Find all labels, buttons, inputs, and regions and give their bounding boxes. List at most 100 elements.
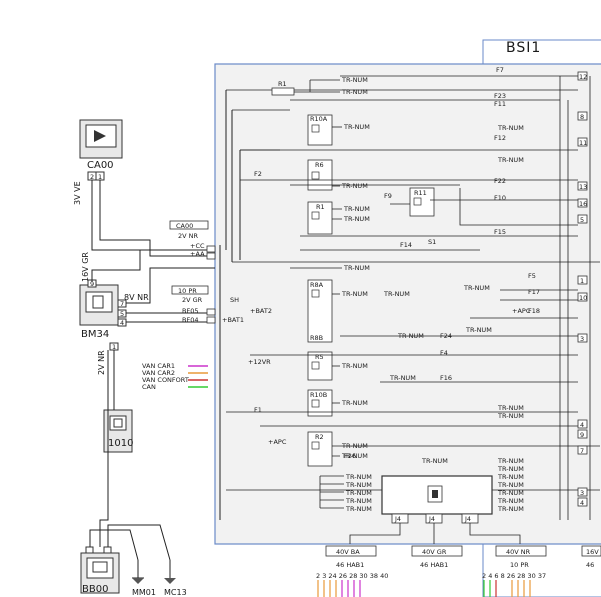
svg-text:R5: R5 xyxy=(315,353,324,361)
svg-text:16V: 16V xyxy=(586,548,599,556)
wire-aa: +AA xyxy=(190,250,205,258)
bsi-label: BSI1 xyxy=(506,40,541,56)
fuse-label: F4 xyxy=(440,349,448,357)
svg-text:MC13: MC13 xyxy=(164,588,187,597)
wire-tag-10pr-conn: 2V GR xyxy=(182,296,203,304)
tr-num: TR-NUM xyxy=(497,481,524,489)
tr-num: TR-NUM xyxy=(383,290,410,298)
svg-text:10 PR: 10 PR xyxy=(510,561,529,569)
pin-label: 3 xyxy=(580,335,584,343)
pin-label: 12 xyxy=(579,73,587,81)
pin-label: 16 xyxy=(579,200,587,208)
legend-label: VAN CONFORT xyxy=(142,376,189,384)
svg-text:1: 1 xyxy=(112,343,116,351)
wire-apc: +APC xyxy=(268,438,287,446)
tr-num: TR-NUM xyxy=(465,326,492,334)
pin-label: 9 xyxy=(580,431,584,439)
svg-text:46 HAB1: 46 HAB1 xyxy=(336,561,364,569)
svg-text:J4: J4 xyxy=(394,515,401,523)
central-chip xyxy=(381,475,493,515)
fuse-label: F18 xyxy=(528,307,540,315)
pin-label: 1 xyxy=(580,277,584,285)
wire-sh: SH xyxy=(230,296,239,304)
fuse-label: F22 xyxy=(494,177,506,185)
pin-label: 3 xyxy=(580,489,584,497)
svg-text:BM34: BM34 xyxy=(81,329,109,340)
tr-num: TR-NUM xyxy=(497,489,524,497)
tr-num: TR-NUM xyxy=(345,497,372,505)
svg-text:40V NR: 40V NR xyxy=(506,548,531,556)
tr-num: TR-NUM xyxy=(341,399,368,407)
svg-text:R8A: R8A xyxy=(310,281,324,289)
tr-num: TR-NUM xyxy=(497,457,524,465)
fuse-label: F7 xyxy=(496,66,504,74)
tr-num: TR-NUM xyxy=(341,362,368,370)
legend-label: VAN CAR1 xyxy=(142,362,175,370)
pin-label: 8 xyxy=(580,113,584,121)
tr-num: TR-NUM xyxy=(497,465,524,473)
svg-text:2: 2 xyxy=(90,173,94,181)
bottom-block-16v: 16V 46 xyxy=(581,545,601,569)
wire-label-3v-ve: 3V VE xyxy=(73,181,82,205)
bottom-block-40v-nr: 40V NR 10 PR 2 4 6 8 26 28 30 37 xyxy=(482,545,547,597)
tr-num: TR-NUM xyxy=(463,284,490,292)
tr-num: TR-NUM xyxy=(343,205,370,213)
bottom-block-40v-gr: 40V GR 46 HAB1 xyxy=(411,545,463,569)
tr-num: TR-NUM xyxy=(345,489,372,497)
tr-num: TR-NUM xyxy=(497,412,524,420)
fuse-label: F16 xyxy=(440,374,452,382)
svg-text:R6: R6 xyxy=(315,161,324,169)
tr-num: TR-NUM xyxy=(341,290,368,298)
ca00-component: CA00 2 1 xyxy=(79,119,123,181)
svg-text:R10A: R10A xyxy=(310,115,328,123)
svg-text:1: 1 xyxy=(98,173,102,181)
wire-cc: +CC xyxy=(190,242,205,250)
fuse-label: F15 xyxy=(494,228,506,236)
tr-num: TR-NUM xyxy=(341,182,368,190)
tr-num-bus-left: TR-NUM TR-NUM TR-NUM TR-NUM TR-NUM xyxy=(319,473,372,513)
resistor-label: R1 xyxy=(278,80,287,88)
fuse-label: F14 xyxy=(400,241,412,249)
wire-bf05: BF05 xyxy=(182,307,198,315)
svg-text:R11: R11 xyxy=(414,189,427,197)
tr-num: TR-NUM xyxy=(497,404,524,412)
svg-text:7: 7 xyxy=(120,300,124,308)
tr-num: TR-NUM xyxy=(343,215,370,223)
relay-r1: R1 TR-NUM TR-NUM xyxy=(307,201,370,235)
tr-num: TR-NUM xyxy=(345,505,372,513)
pin-label: 10 xyxy=(579,294,587,302)
svg-text:J4: J4 xyxy=(464,515,471,523)
svg-text:40V GR: 40V GR xyxy=(422,548,447,556)
tr-num: TR-NUM xyxy=(345,481,372,489)
ground-mc13: MC13 xyxy=(164,560,187,597)
wire-label-8v-nr: 8V NR xyxy=(124,293,149,302)
fuse-label: F5 xyxy=(528,272,536,280)
svg-text:40V BA: 40V BA xyxy=(336,548,360,556)
fuse-label: F1 xyxy=(254,406,262,414)
bottom-block-40v-ba: 40V BA 46 HAB1 2 3 24 26 28 30 38 40 xyxy=(316,545,388,597)
legend-label: VAN CAR2 xyxy=(142,369,175,377)
svg-text:R1: R1 xyxy=(316,203,325,211)
module-box xyxy=(214,63,601,545)
wire-tag-ca00-conn: 2V NR xyxy=(178,232,199,240)
component-1010: 1010 xyxy=(103,409,133,453)
tr-num: TR-NUM xyxy=(343,123,370,131)
wire-bat1: +BAT1 xyxy=(222,316,244,324)
wire-s1: S1 xyxy=(428,238,436,246)
svg-text:2 3 24 26 28 30 38 40: 2 3 24 26 28 30 38 40 xyxy=(316,572,388,580)
tr-num: TR-NUM xyxy=(497,124,524,132)
svg-text:R8B: R8B xyxy=(310,334,323,342)
relay-r5: R5 TR-NUM xyxy=(307,351,368,381)
wire-label-2v-nr: 2V NR xyxy=(97,350,106,375)
tr-num: TR-NUM xyxy=(497,497,524,505)
tr-num: TR-NUM xyxy=(345,473,372,481)
fuse-label: F23 xyxy=(494,92,506,100)
wire-label-16v-gr: 16V GR xyxy=(81,252,90,282)
ground-mm01: MM01 xyxy=(132,560,156,597)
tr-num: TR-NUM xyxy=(343,264,370,272)
svg-text:BB00: BB00 xyxy=(82,584,108,595)
wire-12vr: +12VR xyxy=(248,358,271,366)
svg-text:2 4 6 8 26 28 30 37: 2 4 6 8 26 28 30 37 xyxy=(482,572,546,580)
pin-label: 7 xyxy=(580,447,584,455)
legend: VAN CAR1 VAN CAR2 VAN CONFORT CAN xyxy=(142,362,208,391)
